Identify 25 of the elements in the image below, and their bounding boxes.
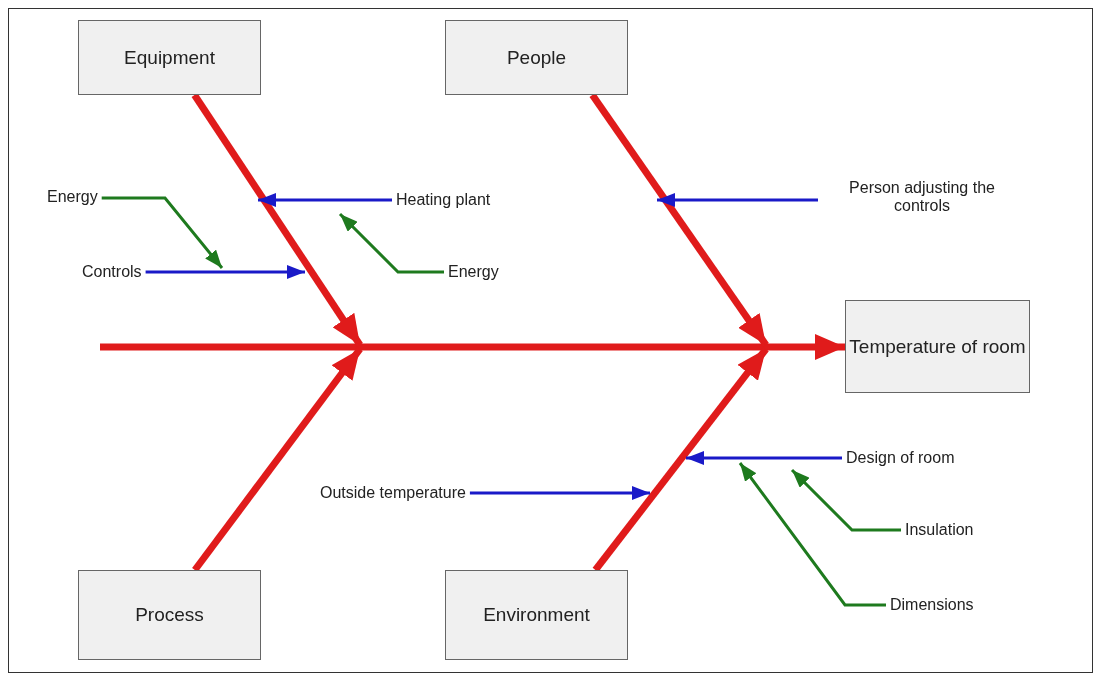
category-box: Equipment — [78, 20, 261, 95]
bone-arrow — [589, 93, 769, 347]
cause-arrow — [469, 486, 650, 500]
cause-label: Heating plant — [392, 191, 495, 209]
cause-arrow — [686, 451, 842, 465]
cause-label: Person adjusting the controls — [818, 179, 1026, 215]
cause-label: Dimensions — [886, 596, 978, 614]
cause-arrow — [657, 193, 818, 207]
category-box: Temperature of room — [845, 300, 1030, 393]
cause-arrow — [145, 265, 305, 279]
cause-label: Energy — [43, 188, 102, 206]
cause-label: Design of room — [842, 449, 959, 467]
category-box: People — [445, 20, 628, 95]
cause-arrow — [790, 468, 901, 532]
category-box: Process — [78, 570, 261, 660]
cause-label: Outside temperature — [316, 484, 470, 502]
cause-label: Insulation — [901, 521, 978, 539]
cause-label: Energy — [444, 263, 503, 281]
bone-arrow — [191, 93, 363, 347]
cause-arrow — [101, 196, 224, 269]
cause-arrow — [258, 193, 392, 207]
cause-label: Controls — [78, 263, 146, 281]
category-box: Environment — [445, 570, 628, 660]
cause-arrow — [738, 462, 886, 607]
cause-arrow — [338, 212, 444, 274]
